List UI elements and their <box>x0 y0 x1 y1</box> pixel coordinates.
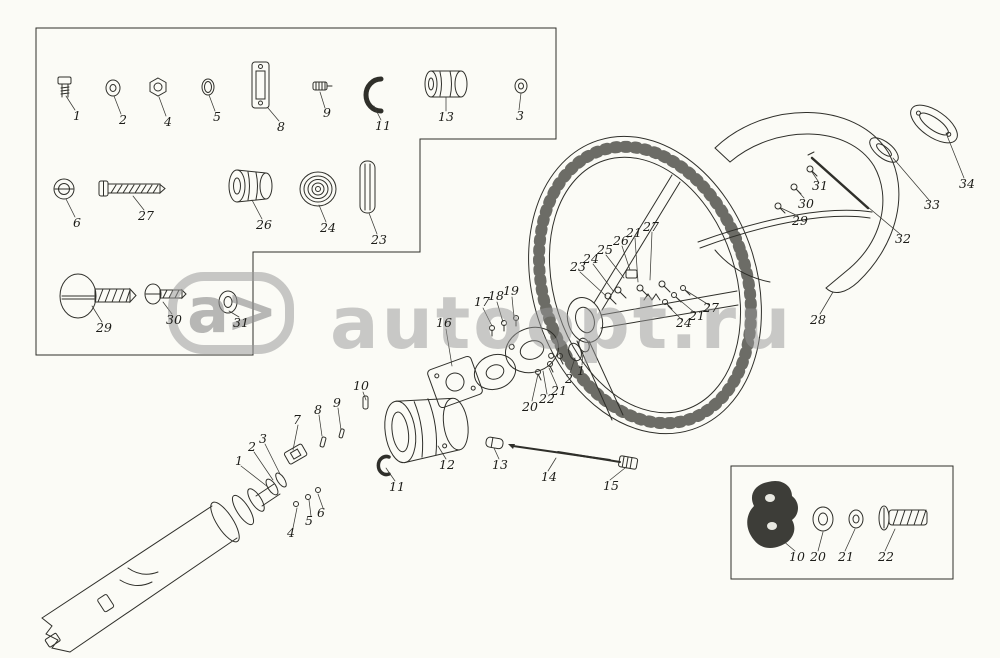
part-24-coil-washer <box>299 171 337 207</box>
part-32-rod <box>807 151 870 210</box>
hub-contact-rings <box>473 326 559 391</box>
part-15-rod-knurled <box>557 451 639 470</box>
part-2-washer <box>105 79 121 97</box>
part-27-screw <box>98 180 166 197</box>
part-3-washer <box>514 78 528 94</box>
part-6-screw-head <box>53 178 75 200</box>
leader-lines <box>65 91 965 552</box>
part-23-roller <box>359 160 376 214</box>
part-30-screw-small <box>144 283 187 305</box>
hub-small-parts-20-21-22 <box>535 353 564 381</box>
steering-column <box>41 472 321 653</box>
part-21-washer <box>848 509 864 529</box>
part-29-screw-large <box>59 273 137 319</box>
part-22-screw <box>878 505 928 531</box>
part-12-bearing-housing <box>384 397 469 464</box>
part-4-nut <box>149 77 167 97</box>
part-31-washer <box>218 290 238 314</box>
part-7-bracket <box>283 443 308 465</box>
part-20-washer <box>812 506 834 532</box>
inset-box-fasteners <box>35 27 557 356</box>
part-9-stud <box>312 81 333 91</box>
hub-plate-16 <box>427 355 483 409</box>
part-8-bracket <box>251 61 270 109</box>
part-13-small-bushing <box>485 436 504 450</box>
part-1-bolt <box>57 76 72 98</box>
part-10-pin <box>362 395 369 410</box>
part-33-plate <box>869 137 899 163</box>
inset-box-horn-parts <box>730 465 954 580</box>
steering-wheel-rim <box>528 135 762 435</box>
part-13-bushing <box>424 70 468 98</box>
hub-screws-right-cluster <box>662 285 691 310</box>
part-34-ring-plate <box>910 104 958 144</box>
steering-wheel-hub <box>566 297 604 362</box>
part-11-circlip <box>363 76 384 114</box>
part-11-small-circlip <box>376 454 391 477</box>
part-26-bushing <box>228 169 273 203</box>
hub-screws-top-cluster <box>604 269 671 305</box>
part-5-ring <box>201 78 215 96</box>
steering-wheel-spokes <box>576 174 739 421</box>
horn-cover <box>697 112 900 294</box>
hub-small-parts-17-18-19 <box>489 315 519 337</box>
part-10-horn-contact <box>747 480 798 548</box>
parts-8-9-pins <box>319 428 345 448</box>
